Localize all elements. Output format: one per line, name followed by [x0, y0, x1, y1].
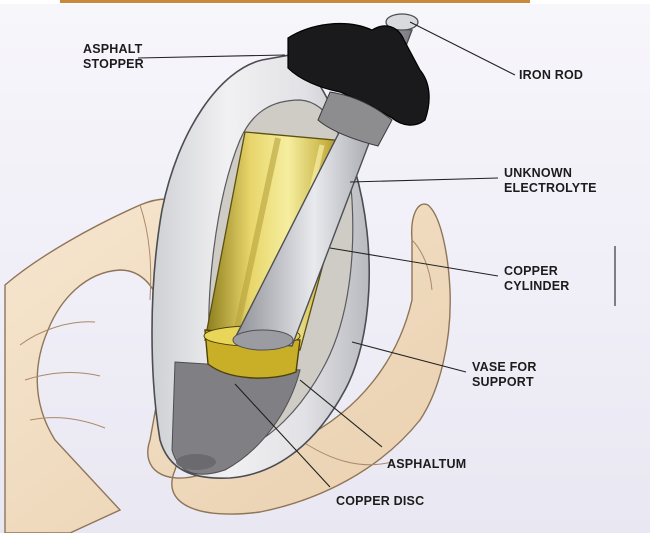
label-asphalt-stopper-line2: STOPPER: [83, 57, 144, 72]
label-asphaltum: ASPHALTUM: [387, 457, 466, 472]
label-unknown-electrolyte-line1: UNKNOWN: [504, 166, 597, 181]
label-unknown-electrolyte-line2: ELECTROLYTE: [504, 181, 597, 196]
leader-iron-rod: [410, 22, 515, 75]
label-iron-rod: IRON ROD: [519, 68, 583, 83]
label-copper-cylinder-line2: CYLINDER: [504, 279, 570, 294]
label-vase-for-support-line2: SUPPORT: [472, 375, 537, 390]
label-copper-disc: COPPER DISC: [336, 494, 424, 509]
label-asphalt-stopper-line1: ASPHALT: [83, 42, 144, 57]
label-copper-cylinder-line1: COPPER: [504, 264, 570, 279]
leader-unknown-electrolyte: [350, 178, 498, 182]
label-asphalt-stopper: ASPHALT STOPPER: [83, 42, 144, 72]
label-unknown-electrolyte: UNKNOWN ELECTROLYTE: [504, 166, 597, 196]
label-vase-for-support-line1: VASE FOR: [472, 360, 537, 375]
leader-asphalt-stopper: [138, 55, 285, 58]
label-vase-for-support: VASE FOR SUPPORT: [472, 360, 537, 390]
label-copper-cylinder: COPPER CYLINDER: [504, 264, 570, 294]
top-border-strip: [60, 0, 530, 3]
